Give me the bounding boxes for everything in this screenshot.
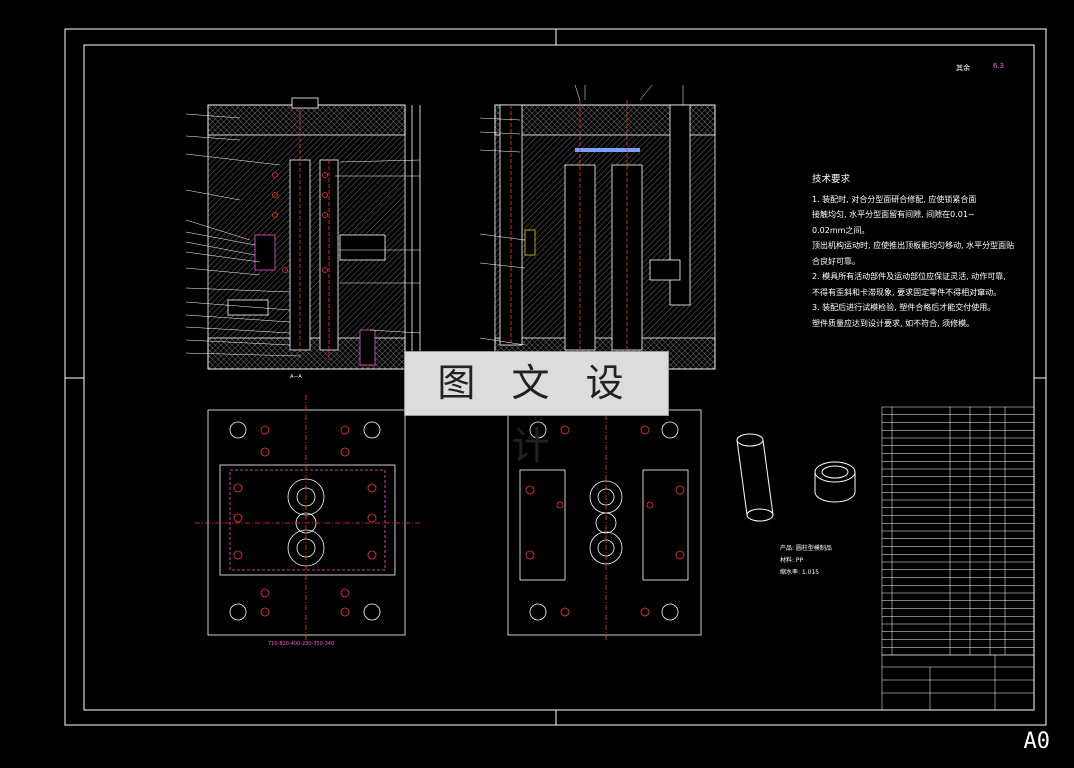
sheet-border [64, 28, 1047, 726]
sheet-size-label: A0 [1023, 729, 1051, 754]
bottom-dimension-label: 710-820-400-230-350-340 [268, 641, 335, 647]
tech-line: 塑件质量应达到设计要求, 如不符合, 须修模。 [812, 318, 975, 328]
section-label: A—A [290, 374, 302, 380]
tech-line: 不得有歪斜和卡滞现象, 要求固定零件不得相对窜动。 [812, 287, 1002, 297]
roughness-label: 其余 [956, 64, 970, 72]
watermark-banner: 图 文 设 计 [404, 351, 669, 468]
tech-line: 0.02mm之间。 [812, 225, 870, 235]
middle-plan-holes [525, 425, 685, 617]
tech-line: 接触均匀, 水平分型面留有间隙, 间隙在0.01~ [812, 210, 975, 219]
tech-line: 顶出机构运动时, 应使推出顶板能均匀移动, 水平分型面贴 [812, 241, 1015, 250]
tech-requirements-title: 技术要求 [812, 174, 851, 185]
roughness-value: 6.3 [993, 62, 1005, 70]
tech-line: 3. 装配后进行试模检验, 塑件合格后才能交付使用。 [812, 303, 996, 312]
middle-plan-view [507, 395, 702, 640]
material-line: 材料: PP [780, 557, 804, 564]
part-sketch-ring [814, 461, 856, 503]
left-view-holes [272, 172, 328, 273]
material-line: 缩水率: 1.015 [780, 569, 820, 576]
middle-section-view [494, 100, 716, 370]
part-sketch-cylinder [736, 433, 774, 522]
technical-requirements: 技术要求 1. 装配时, 对合分型面研合修配, 应使锁紧合面 接触均匀, 水平分… [812, 172, 1022, 331]
bom-table [881, 406, 1035, 656]
middle-view-leaders [479, 84, 684, 346]
material-line: 产品: 圆柱型模制品 [780, 545, 832, 552]
tech-line: 2. 模具所有活动部件及运动部位应保证灵活, 动作可靠, [812, 272, 1006, 281]
left-plan-holes [233, 425, 377, 617]
left-view-leaders [185, 113, 421, 357]
title-block [881, 654, 1035, 711]
tech-line: 1. 装配时, 对合分型面研合修配, 应使锁紧合面 [812, 194, 977, 204]
tech-line: 合良好可靠。 [812, 256, 860, 266]
left-section-view [207, 97, 421, 370]
left-plan-view [195, 395, 420, 640]
